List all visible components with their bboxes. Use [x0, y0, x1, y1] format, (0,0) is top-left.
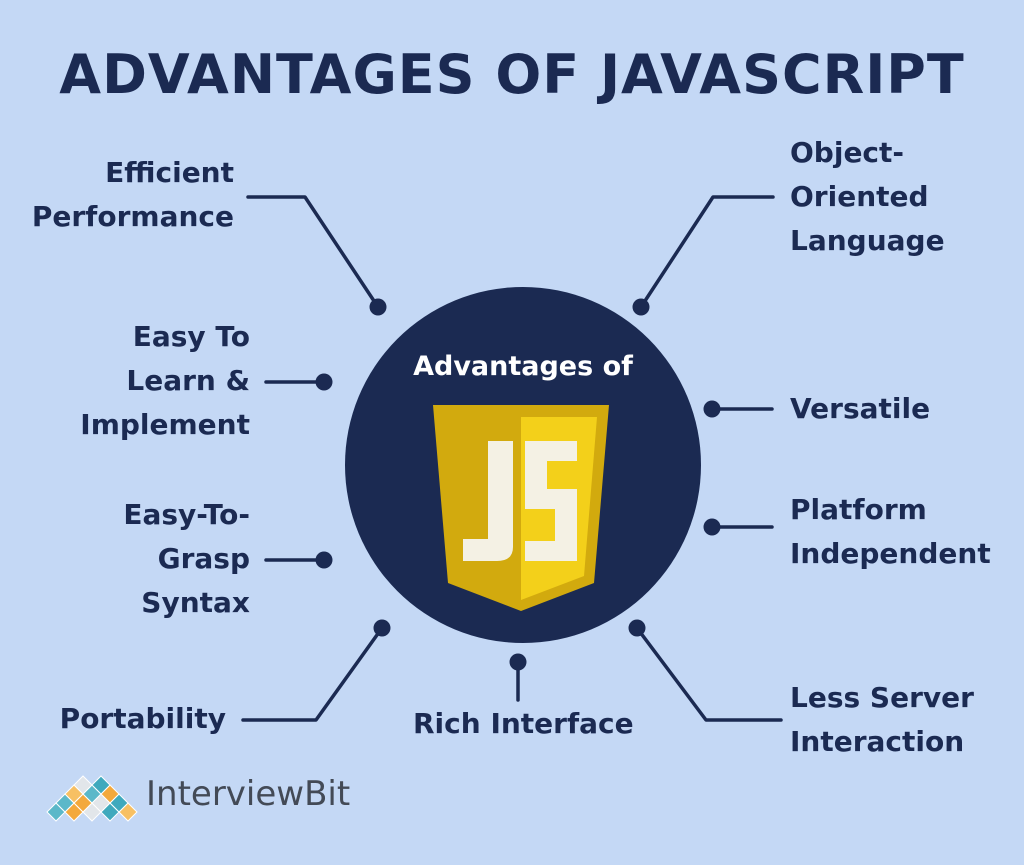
brand-name: InterviewBit [146, 772, 350, 816]
advantage-label-line: Interaction [790, 725, 965, 758]
brand-logo-tile [73, 775, 93, 795]
advantage-efficient-performance: Efficient Performance [32, 151, 234, 239]
advantage-label-line: Performance [31, 200, 234, 233]
advantage-label-line: Object- [790, 136, 905, 169]
advantage-label-line: Efficient [105, 156, 234, 189]
connector-dot-object-oriented-language [632, 298, 650, 316]
advantage-label-line: Implement [80, 408, 250, 441]
advantage-portability: Portability [60, 697, 226, 741]
advantage-easy-to-grasp-syntax: Easy-To- Grasp Syntax [123, 493, 250, 625]
connector-dot-platform-independent [703, 518, 721, 536]
connector-dot-portability [373, 619, 391, 637]
advantage-label-line: Independent [790, 537, 991, 570]
advantage-platform-independent: Platform Independent [790, 488, 991, 576]
brand-name-part2: Bit [304, 774, 351, 814]
advantage-label-line: Rich Interface [413, 707, 634, 740]
advantage-easy-to-learn: Easy To Learn & Implement [80, 315, 250, 447]
advantage-label-line: Learn & [126, 364, 250, 397]
hub-title: Advantages of [413, 351, 633, 382]
connector-portability [241, 626, 384, 722]
advantage-label-line: Less Server [790, 681, 974, 714]
connector-efficient-performance [246, 195, 380, 309]
connector-dot-easy-to-grasp-syntax [315, 551, 333, 569]
advantage-label-line: Portability [59, 702, 226, 735]
advantage-versatile: Versatile [790, 387, 930, 431]
advantage-object-oriented-language: Object- Oriented Language [790, 131, 945, 263]
advantage-label-line: Syntax [141, 586, 250, 619]
advantage-label-line: Oriented [790, 180, 929, 213]
advantage-label-line: Platform [790, 493, 927, 526]
advantage-label-line: Grasp [157, 542, 250, 575]
advantage-label-line: Easy To [132, 320, 250, 353]
advantage-label-line: Language [790, 224, 945, 257]
advantage-less-server-interaction: Less Server Interaction [790, 676, 974, 764]
connector-dot-efficient-performance [369, 298, 387, 316]
javascript-js-shield-icon [433, 405, 609, 611]
connector-dot-less-server-interaction [628, 619, 646, 637]
advantage-label-line: Versatile [790, 392, 931, 425]
diagram-title: ADVANTAGES OF JAVASCRIPT [59, 43, 965, 106]
brand-logo-tile [91, 775, 111, 795]
brand-name-part1: Interview [146, 774, 305, 814]
connector-object-oriented-language [639, 195, 775, 309]
advantage-rich-interface: Rich Interface [413, 702, 634, 746]
connector-dot-rich-interface [509, 653, 527, 671]
connector-less-server-interaction [635, 626, 783, 722]
advantage-label-line: Easy-To- [123, 498, 250, 531]
interviewbit-diamond-grid-icon [46, 775, 138, 822]
connector-dot-versatile [703, 400, 721, 418]
central-hub-circle: Advantages of [345, 287, 701, 643]
connector-dot-easy-to-learn [315, 373, 333, 391]
